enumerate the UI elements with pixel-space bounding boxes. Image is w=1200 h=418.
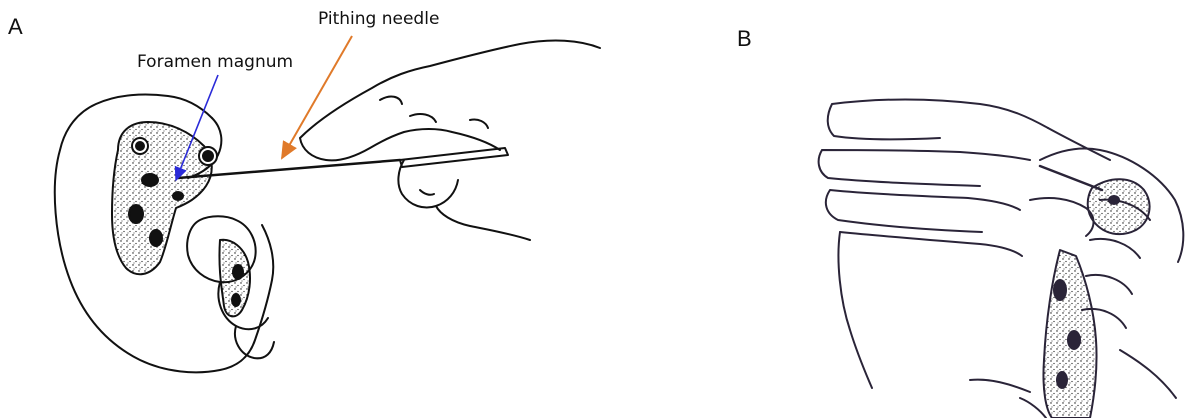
panel-b-letter: B [737,26,752,52]
right-hand [300,41,600,240]
foramen-magnum-label: Foramen magnum [137,52,293,72]
frog-body [112,122,212,274]
panel-b-drawing [819,100,1184,418]
panel-b-upper-hand [819,100,1048,257]
pithing-needle-handle [400,148,508,167]
pithing-needle-label: Pithing needle [318,9,439,29]
panel-a-drawing [55,41,600,373]
panel-b-needle [1040,166,1102,190]
panel-a-letter: A [8,14,23,40]
